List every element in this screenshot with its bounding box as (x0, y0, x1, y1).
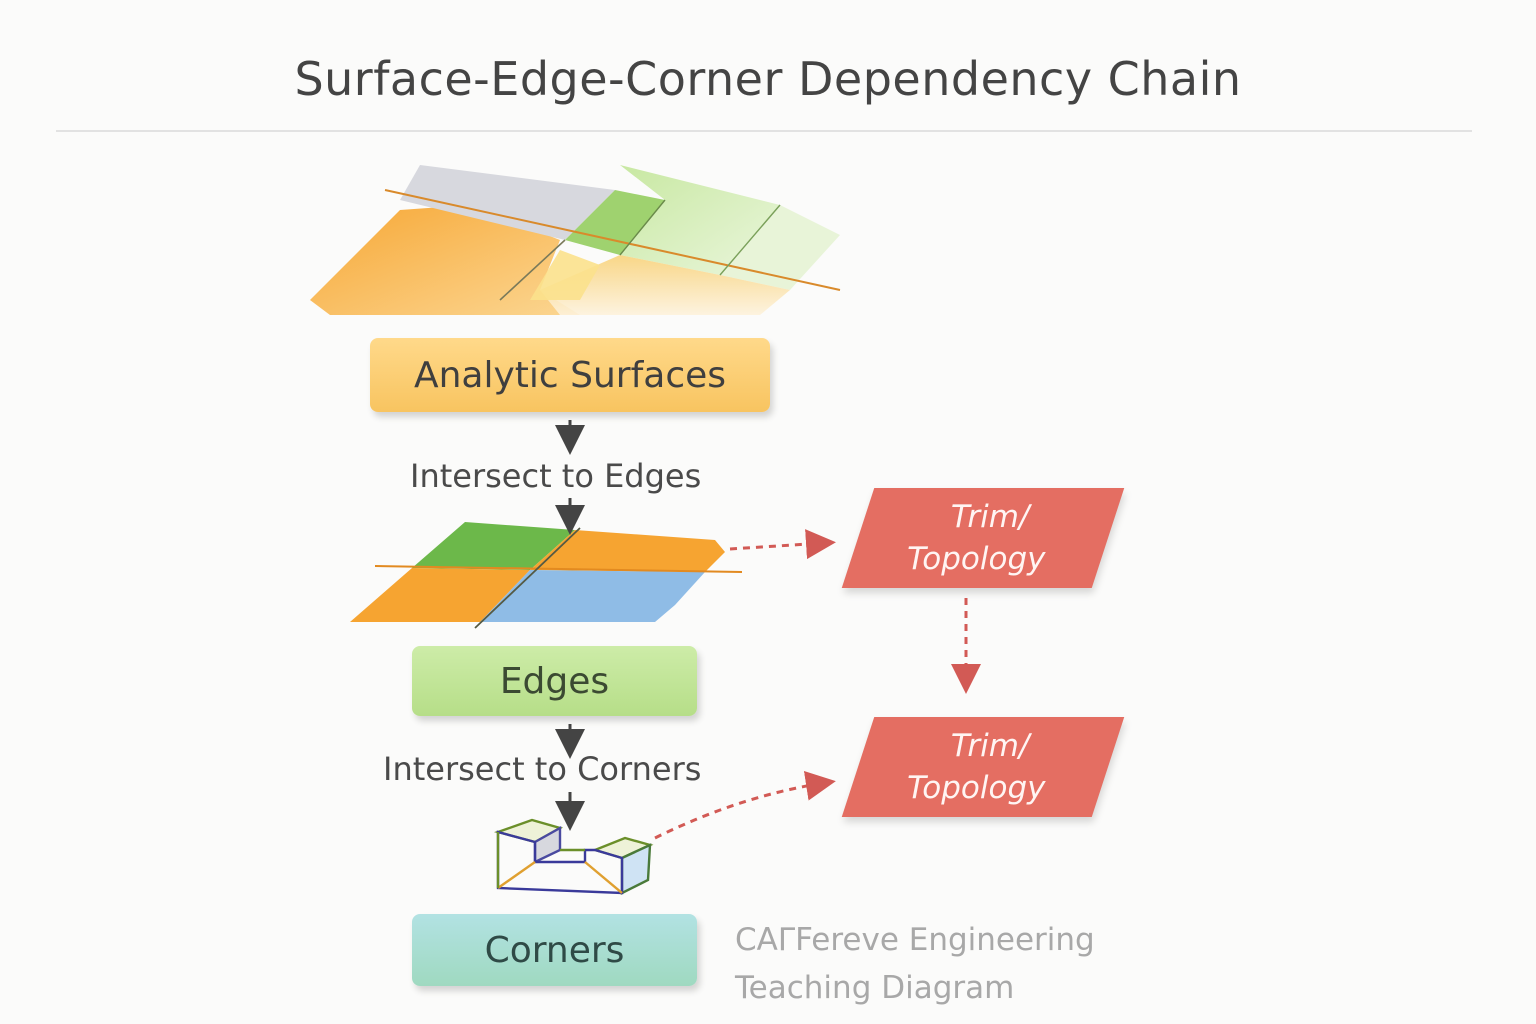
trim-topology-1-line2: Topology (907, 541, 1046, 577)
title-divider (56, 130, 1472, 132)
footnote-line1: CAΓFereve Engineering (735, 922, 1095, 958)
edges-node: Edges (412, 646, 697, 716)
corners-illustration (493, 818, 654, 895)
trim-topology-node-2: Trim/ Topology (841, 717, 1125, 817)
trim-topology-1-line1: Trim/ (950, 499, 1030, 535)
diagram-title: Surface-Edge-Corner Dependency Chain (294, 52, 1242, 106)
analytic-surfaces-illustration (310, 165, 841, 315)
intersect-to-edges-label: Intersect to Edges (410, 457, 702, 495)
footnote: CAΓFereve Engineering Teaching Diagram (735, 916, 1095, 1012)
trim-dependency-arrows (654, 529, 981, 840)
corners-node: Corners (412, 914, 697, 986)
trim-topology-2-line2: Topology (907, 770, 1046, 806)
footnote-line2: Teaching Diagram (735, 970, 1015, 1006)
trim-topology-2-line1: Trim/ (950, 728, 1030, 764)
intersect-to-corners-label: Intersect to Corners (383, 750, 702, 788)
trim-topology-node-1: Trim/ Topology (841, 488, 1125, 588)
analytic-surfaces-node: Analytic Surfaces (370, 338, 770, 412)
edges-illustration (350, 522, 743, 629)
